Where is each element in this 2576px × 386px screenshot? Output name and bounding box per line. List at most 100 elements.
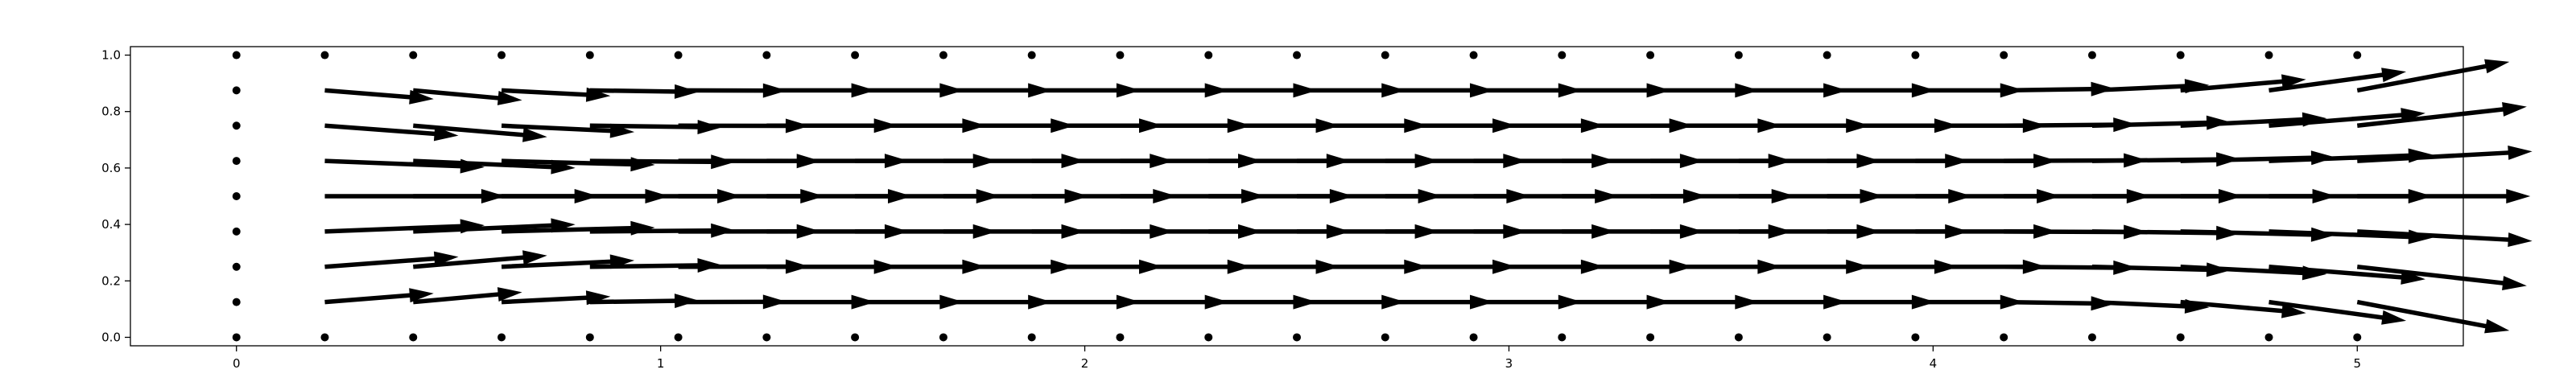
zero-vector-dot — [2264, 333, 2273, 342]
zero-vector-dot — [1027, 333, 1036, 342]
quiver-arrow — [1562, 224, 1704, 239]
quiver-arrow — [2004, 153, 2149, 168]
quiver-arrow — [1915, 83, 2025, 98]
zero-vector-dot — [1293, 51, 1301, 60]
quiver-arrow — [2356, 102, 2527, 128]
quiver-arrow — [1827, 259, 1959, 274]
quiver-arrow — [589, 189, 742, 203]
quiver-arrow — [413, 88, 522, 105]
quiver-arrow — [1738, 294, 1848, 310]
y-tick-label: 1.0 — [101, 48, 121, 63]
zero-vector-dot — [409, 333, 418, 342]
zero-vector-dot — [1911, 333, 1920, 342]
quiver-arrow — [1738, 154, 1881, 169]
quiver-arrow — [2356, 59, 2510, 93]
quiver-arrow — [1031, 83, 1141, 98]
x-tick-label: 0 — [233, 356, 241, 371]
quiver-arrow — [2004, 296, 2116, 311]
quiver-arrow — [501, 157, 655, 172]
quiver-arrow — [1297, 83, 1406, 98]
quiver-arrow — [1473, 224, 1616, 239]
zero-vector-dot — [2353, 333, 2362, 342]
quiver-arrow — [2004, 117, 2138, 133]
quiver-arrow — [1473, 294, 1583, 310]
quiver-arrow — [1385, 224, 1528, 239]
zero-vector-dot — [2000, 51, 2008, 60]
quiver-arrow — [1031, 224, 1174, 239]
zero-vector-dot — [1116, 333, 1125, 342]
zero-vector-dot — [851, 333, 860, 342]
quiver-arrow — [1297, 224, 1439, 239]
quiver-arrow — [855, 259, 987, 274]
quiver-arrow — [413, 123, 547, 142]
quiver-arrow — [1738, 189, 1885, 203]
quiver-arrow — [2004, 81, 2116, 96]
quiver-arrow — [589, 294, 700, 309]
quiver-arrow — [1120, 259, 1252, 274]
zero-vector-dot — [1646, 333, 1655, 342]
quiver-arrow — [1385, 189, 1531, 203]
quiver-arrow — [1650, 224, 1793, 239]
quiver-arrow — [1650, 259, 1782, 274]
quiver-arrow — [678, 154, 821, 169]
quiver-arrow — [589, 257, 722, 273]
quiver-arrow — [2268, 68, 2407, 93]
quiver-arrow — [589, 120, 722, 135]
zero-vector-dot — [674, 51, 683, 60]
quiver-arrow — [1208, 294, 1318, 310]
quiver-arrow — [678, 118, 810, 133]
quiver-arrow — [1120, 83, 1229, 98]
quiver-arrow — [2004, 224, 2149, 240]
quiver-arrow — [2180, 189, 2337, 203]
zero-vector-dot — [232, 227, 241, 236]
quiver-arrow — [1562, 154, 1704, 169]
quiver-arrow — [2091, 262, 2231, 277]
zero-vector-dot — [1381, 333, 1389, 342]
quiver-arrow — [766, 154, 909, 169]
zero-vector-dot — [2176, 51, 2185, 60]
quiver-arrow — [324, 88, 434, 105]
quiver-arrow — [2091, 79, 2210, 94]
zero-vector-dot — [762, 333, 771, 342]
quiver-arrow — [413, 218, 576, 234]
x-tick-label: 3 — [1505, 356, 1513, 371]
quiver-arrow — [766, 83, 876, 98]
quiver-arrow — [1827, 154, 1970, 169]
quiver-arrow — [855, 154, 997, 169]
quiver-arrow — [1473, 154, 1616, 169]
quiver-arrow — [2180, 150, 2336, 166]
quiver-arrow — [855, 83, 964, 98]
quiver-arrow — [2091, 189, 2243, 203]
quiver-arrow — [678, 189, 825, 203]
quiver-arrow — [855, 189, 1001, 203]
quiver-arrow — [324, 123, 459, 142]
quiver-arrow — [766, 259, 898, 274]
zero-vector-dot — [2087, 333, 2096, 342]
zero-vector-dot — [1823, 51, 1831, 60]
quiver-arrow — [2180, 74, 2306, 93]
quiver-arrow — [1031, 189, 1178, 203]
quiver-arrow — [855, 294, 964, 310]
quiver-arrow — [2180, 299, 2306, 318]
quiver-arrow — [1738, 83, 1848, 98]
quiver-arrow — [413, 250, 547, 269]
quiver-arrow — [1120, 154, 1263, 169]
zero-vector-dot — [232, 157, 241, 166]
quiver-arrow — [1650, 294, 1760, 310]
quiver-arrow — [1827, 294, 1936, 310]
zero-vector-dot — [1734, 333, 1743, 342]
quiver-arrow — [1120, 224, 1263, 239]
zero-vector-dot — [585, 333, 594, 342]
quiver-arrow — [943, 83, 1053, 98]
zero-vector-dot — [1469, 51, 1478, 60]
quiver-arrow — [678, 294, 787, 310]
quiver-arrow — [2180, 227, 2336, 242]
quiver-arrow — [1208, 118, 1340, 133]
quiver-arrow — [501, 220, 655, 236]
quiver-arrow — [2004, 189, 2151, 203]
quiver-arrow — [2268, 108, 2425, 129]
quiver-arrow — [943, 224, 1086, 239]
quiver-arrow — [2091, 225, 2241, 240]
quiver-arrow — [1562, 83, 1671, 98]
quiver-arrow — [2268, 229, 2433, 244]
